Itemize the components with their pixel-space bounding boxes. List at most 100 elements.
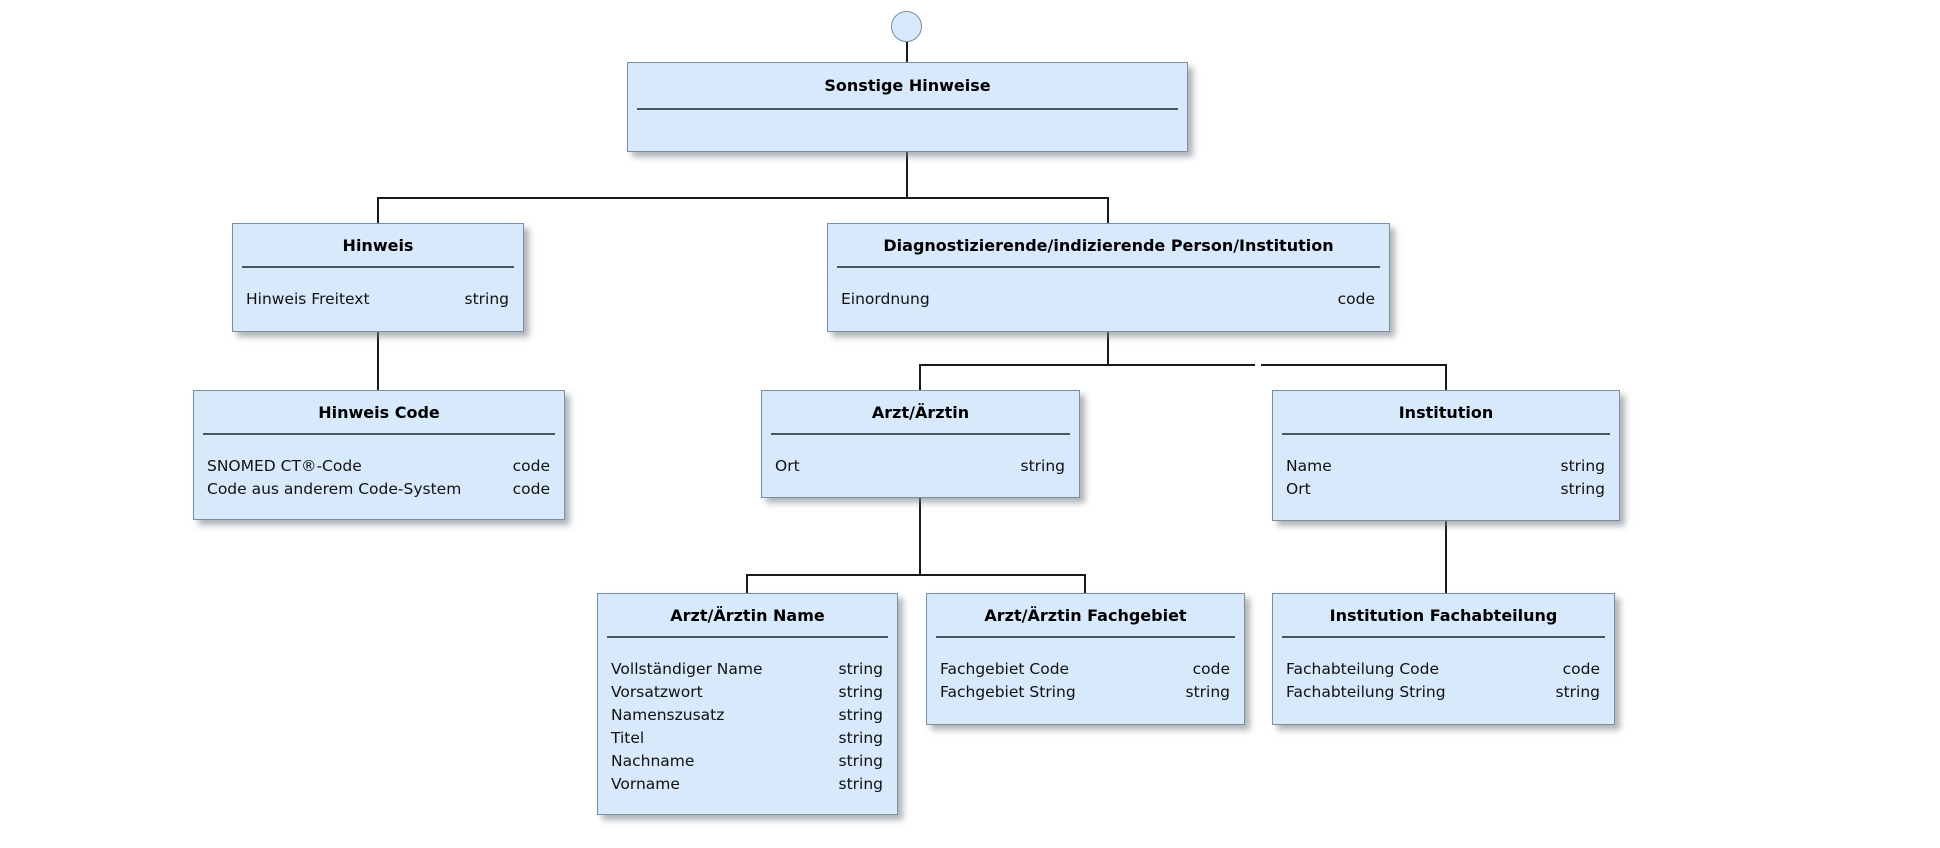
- entity-sonstige-hinweise: Sonstige Hinweise: [627, 62, 1188, 152]
- attribute-row: Fachabteilung Code code: [1286, 658, 1600, 681]
- attribute-type: string: [838, 729, 884, 747]
- attribute-name: Hinweis Freitext: [246, 290, 370, 308]
- attribute-type: code: [1562, 660, 1600, 678]
- attribute-name: Nachname: [611, 752, 695, 770]
- attribute-type: string: [838, 752, 884, 770]
- connector-anchor-stem: [906, 42, 908, 62]
- attribute-type: code: [512, 480, 550, 498]
- attribute-name: Fachabteilung Code: [1286, 660, 1439, 678]
- attribute-row: Titel string: [611, 727, 883, 750]
- attribute-name: Ort: [775, 457, 800, 475]
- attribute-row: Code aus anderem Code-System code: [207, 478, 550, 501]
- connector-drop-arzt-aerztin: [919, 364, 921, 390]
- entity-separator: [1282, 433, 1610, 435]
- entity-title: Hinweis: [342, 235, 414, 255]
- attribute-type: string: [1560, 457, 1606, 475]
- attribute-name: Namenszusatz: [611, 706, 725, 724]
- connector-level2-horizontal-left: [919, 364, 1255, 366]
- attribute-type: string: [838, 683, 884, 701]
- attribute-name: Vorname: [611, 775, 680, 793]
- entity-separator: [242, 266, 514, 268]
- attribute-row: Fachgebiet String string: [940, 681, 1230, 704]
- entity-title: Institution Fachabteilung: [1329, 605, 1558, 625]
- attribute-name: Vorsatzwort: [611, 683, 703, 701]
- attribute-type: code: [1337, 290, 1375, 308]
- entity-title: Hinweis Code: [318, 402, 440, 422]
- attribute-name: Name: [1286, 457, 1332, 475]
- entity-arzt-aerztin: Arzt/Ärztin Ort string: [761, 390, 1080, 498]
- connector-diagnostizierende-trunk: [1107, 332, 1109, 364]
- entity-diagnostizierende-person-institution: Diagnostizierende/indizierende Person/In…: [827, 223, 1390, 332]
- entity-separator: [1282, 636, 1605, 638]
- connector-drop-arzt-name: [746, 574, 748, 593]
- attribute-row: Ort string: [1286, 478, 1605, 501]
- attribute-name: Fachgebiet String: [940, 683, 1076, 701]
- attribute-row: Namenszusatz string: [611, 704, 883, 727]
- attribute-name: Vollständiger Name: [611, 660, 763, 678]
- entity-hinweis: Hinweis Hinweis Freitext string: [232, 223, 524, 332]
- entity-separator: [771, 433, 1070, 435]
- connector-level3-horizontal: [746, 574, 1086, 576]
- entity-attributes: Ort string: [762, 435, 1079, 478]
- connector-hinweis-to-hinweis-code: [377, 332, 379, 390]
- attribute-type: code: [1192, 660, 1230, 678]
- connector-drop-diagnostizierende: [1107, 197, 1109, 223]
- connector-level1-horizontal: [377, 197, 1109, 199]
- attribute-type: string: [1020, 457, 1066, 475]
- entity-attributes: Einordnung code: [828, 268, 1389, 311]
- attribute-row: Hinweis Freitext string: [246, 288, 509, 311]
- attribute-row: Fachabteilung String string: [1286, 681, 1600, 704]
- entity-title: Arzt/Ärztin Name: [670, 605, 825, 625]
- attribute-row: Vollständiger Name string: [611, 658, 883, 681]
- entity-attributes: [628, 110, 1187, 130]
- attribute-row: Vorname string: [611, 773, 883, 796]
- attribute-name: Fachabteilung String: [1286, 683, 1446, 701]
- attribute-type: string: [838, 775, 884, 793]
- connector-drop-institution: [1445, 364, 1447, 390]
- entity-separator: [837, 266, 1380, 268]
- entity-separator: [607, 636, 888, 638]
- connector-drop-hinweis: [377, 197, 379, 223]
- connector-drop-arzt-fachgebiet: [1084, 574, 1086, 593]
- entity-title: Arzt/Ärztin: [871, 402, 970, 422]
- attribute-type: string: [838, 706, 884, 724]
- entity-institution-fachabteilung: Institution Fachabteilung Fachabteilung …: [1272, 593, 1615, 725]
- entity-title: Diagnostizierende/indizierende Person/In…: [883, 235, 1334, 255]
- attribute-row: Vorsatzwort string: [611, 681, 883, 704]
- attribute-type: string: [1560, 480, 1606, 498]
- entity-separator: [936, 636, 1235, 638]
- connector-level2-horizontal-right: [1261, 364, 1447, 366]
- attribute-row: Fachgebiet Code code: [940, 658, 1230, 681]
- entity-separator: [637, 108, 1178, 110]
- connector-arzt-aerztin-trunk: [919, 498, 921, 574]
- attribute-type: code: [512, 457, 550, 475]
- entity-arzt-aerztin-name: Arzt/Ärztin Name Vollständiger Name strin…: [597, 593, 898, 815]
- entity-title: Institution: [1398, 402, 1494, 422]
- attribute-type: string: [1185, 683, 1231, 701]
- entity-attributes: Hinweis Freitext string: [233, 268, 523, 311]
- attribute-name: Fachgebiet Code: [940, 660, 1070, 678]
- attribute-name: Einordnung: [841, 290, 930, 308]
- attribute-name: Titel: [611, 729, 645, 747]
- attribute-row: Ort string: [775, 455, 1065, 478]
- entity-title: Sonstige Hinweise: [824, 76, 991, 95]
- attribute-type: string: [1555, 683, 1601, 701]
- attribute-type: string: [838, 660, 884, 678]
- attribute-type: string: [464, 290, 510, 308]
- attribute-name: Ort: [1286, 480, 1311, 498]
- entity-title: Arzt/Ärztin Fachgebiet: [984, 605, 1187, 625]
- attribute-row: Einordnung code: [841, 288, 1375, 311]
- attribute-name: Code aus anderem Code-System: [207, 480, 462, 498]
- entity-separator: [203, 433, 555, 435]
- entity-arzt-aerztin-fachgebiet: Arzt/Ärztin Fachgebiet Fachgebiet Code co…: [926, 593, 1245, 725]
- connector-institution-to-fachabteilung: [1445, 521, 1447, 593]
